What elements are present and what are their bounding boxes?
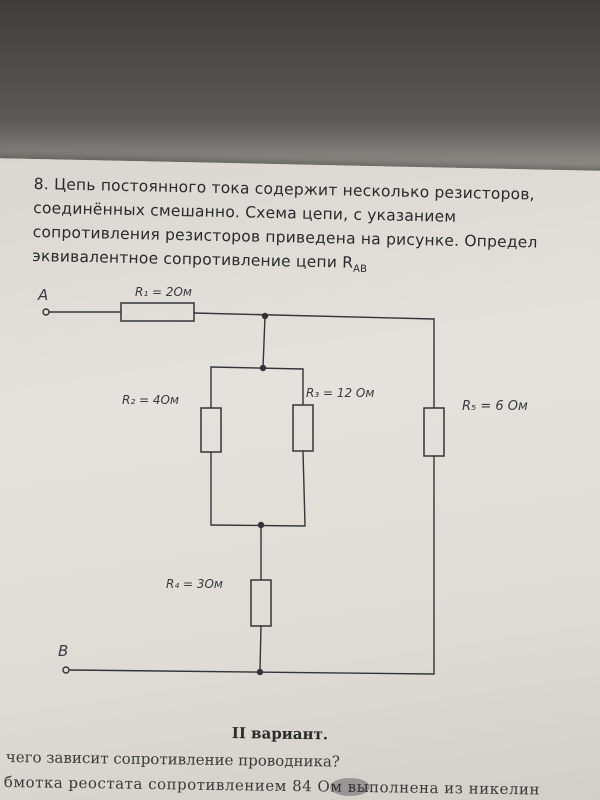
r4-label: R₄ = 3Ом (166, 577, 223, 591)
resistor-r2 (200, 407, 222, 453)
wire-r4-bottom (259, 625, 262, 672)
resistor-r4 (250, 579, 272, 627)
terminal-a-node (42, 308, 50, 316)
r2-label: R₂ = 4Ом (122, 393, 179, 407)
r1-label: R₁ = 2Ом (135, 285, 192, 299)
bottom-rail (69, 669, 435, 675)
ink-smudge (330, 778, 370, 796)
parallel-top-bar (210, 366, 304, 370)
wire-down-to-parallel (262, 315, 266, 369)
variant-heading: II вариант. (231, 724, 329, 744)
junction-bottom (256, 668, 264, 676)
r3-label: R₃ = 12 Ом (306, 386, 374, 400)
resistor-r3 (292, 404, 314, 452)
resistor-r5 (423, 407, 445, 457)
wire-r3-bottom (302, 450, 306, 526)
terminal-b-node (62, 666, 70, 674)
terminal-a-label: A (37, 286, 48, 304)
terminal-b-label: B (58, 642, 68, 660)
r5-label: R₅ = 6 Ом (462, 399, 528, 414)
resistor-r1 (120, 302, 195, 322)
top-rail (193, 312, 435, 320)
